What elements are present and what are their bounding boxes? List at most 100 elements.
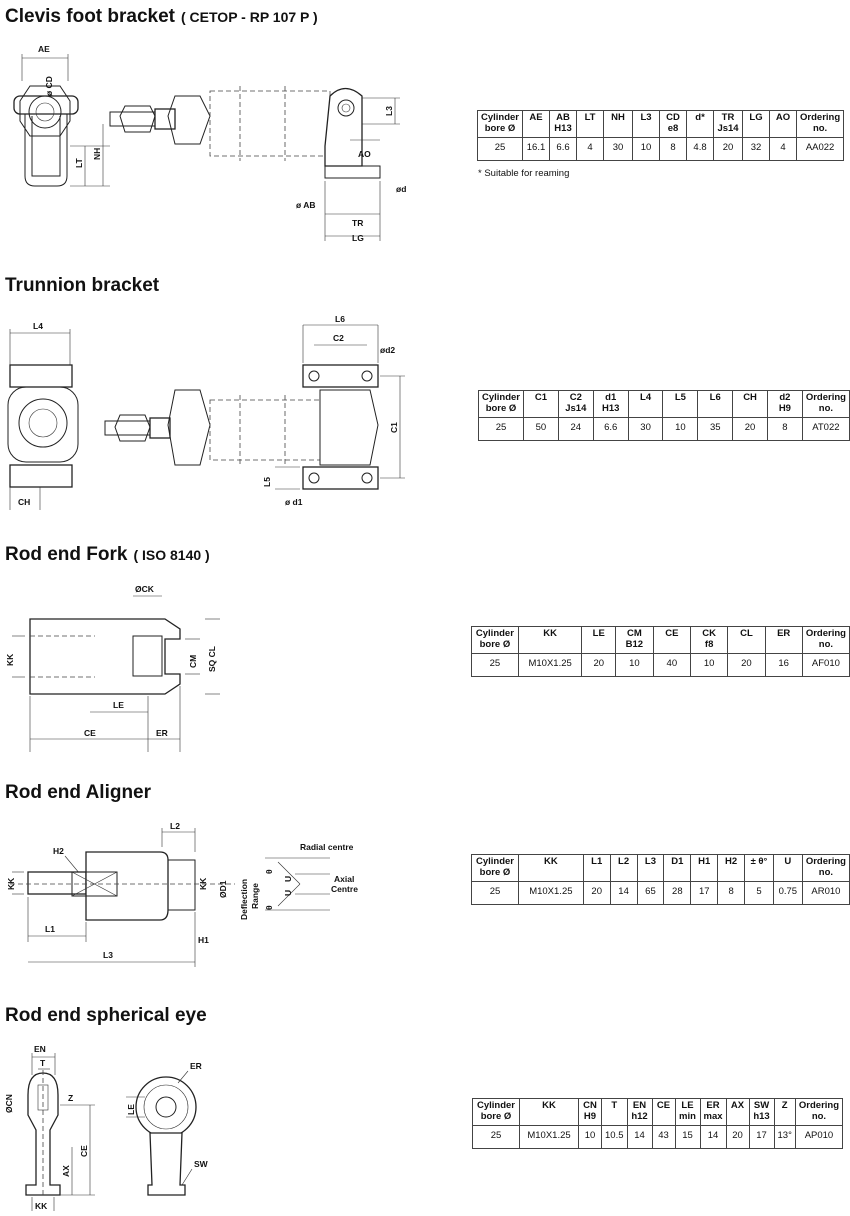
table-cell: 43 [651,1124,676,1149]
table-cell: 20 [725,1124,750,1149]
table-cell: 14 [609,880,638,905]
table-cell: 25 [471,652,519,677]
table-cell: 32 [742,136,771,161]
table-cell: 17 [748,1124,775,1149]
table-cell: 35 [697,416,734,441]
trunnion-bracket-drawing: L4 CH L6 C2 ød2 C1 L5 ø d1 [7,314,405,510]
dim-label: ød2 [380,345,395,355]
dim-label: LE [113,700,124,710]
dim-label: KK [6,877,16,890]
dim-label: Axial [334,874,354,884]
table-cell: 25 [471,880,519,905]
table-cell: 4 [769,136,798,161]
rod-end-fork-drawing: ØCK KK CM SQ CL LE CE ER [5,584,220,752]
dim-label: U [283,890,293,896]
dim-label: Range [250,883,260,909]
dim-label: CM [188,655,198,668]
table-header: d* [686,110,715,138]
table-header: H1 [690,854,719,882]
table-cell: 28 [663,880,692,905]
table-row: 25 M10X1.25 20 10 40 10 20 16 AF010 [471,652,850,677]
table-cell: 20 [732,416,768,441]
table-row: 25 16.1 6.6 4 30 10 8 4.8 20 32 4 AA022 [476,136,845,161]
dim-label: ØD1 [218,880,228,898]
dim-label: CH [18,497,30,507]
table-cell: AR010 [801,880,850,905]
table-header: AX [725,1098,750,1126]
dim-label: H2 [53,846,64,856]
table-header: CL [727,626,766,654]
dim-label: θ [264,905,274,910]
table-header: CE [651,1098,676,1126]
dim-label: KK [5,653,15,666]
dim-label: ER [190,1061,202,1071]
table-header: L3 [632,110,661,138]
table-header: T [601,1098,628,1126]
table-header: L5 [662,390,699,418]
table-header: L2 [609,854,638,882]
dim-label: θ [264,869,274,874]
table-cell: 16.1 [522,136,551,161]
table-cell: AA022 [796,136,845,161]
table-cell: 6.6 [549,136,578,161]
table-header: LE [581,626,617,654]
table-header: LG [742,110,771,138]
table-row: 25 M10X1.25 20 14 65 28 17 8 5 0.75 AR01… [471,880,850,905]
table-cell: 25 [477,416,525,441]
rod-end-aligner-drawing: L2 H2 KK KK ØD1 L1 L3 H1 Deflection Rang… [6,821,358,967]
dim-label: L3 [103,950,113,960]
table-cell: 8 [766,416,803,441]
table-cell: 14 [626,1124,653,1149]
table-cell: 8 [659,136,688,161]
table-row: 25 50 24 6.6 30 10 35 20 8 AT022 [477,416,850,441]
dim-label: L2 [170,821,180,831]
section-subtitle: ( ISO 8140 ) [133,547,210,563]
table-cell: 14 [699,1124,727,1149]
dim-label: SQ CL [207,646,217,672]
table-header: D1 [663,854,692,882]
table-cell: 10 [615,652,654,677]
dim-label: NH [92,148,102,160]
table-cell: AT022 [801,416,850,441]
table-cell: M10X1.25 [519,1124,579,1149]
table-header: L4 [627,390,664,418]
dim-label: EN [34,1044,46,1054]
table-cell: 20 [713,136,744,161]
dim-label: H1 [198,935,209,945]
table-cell: 4.8 [686,136,715,161]
table-row: 25 M10X1.25 10 10.5 14 43 15 14 20 17 13… [472,1124,844,1149]
table-header: L1 [582,854,611,882]
dim-label: U [283,876,293,882]
table-header: KK [519,1098,579,1126]
table-header: LT [576,110,605,138]
section-subtitle: ( CETOP - RP 107 P ) [181,9,318,25]
table-cell: 15 [674,1124,701,1149]
table-cell: 10 [662,416,699,441]
dim-label: ø AB [296,200,316,210]
dim-label: L3 [384,106,394,116]
table-cell: 10 [578,1124,602,1149]
dim-label: AE [38,44,50,54]
table-cell: AP010 [794,1124,844,1149]
